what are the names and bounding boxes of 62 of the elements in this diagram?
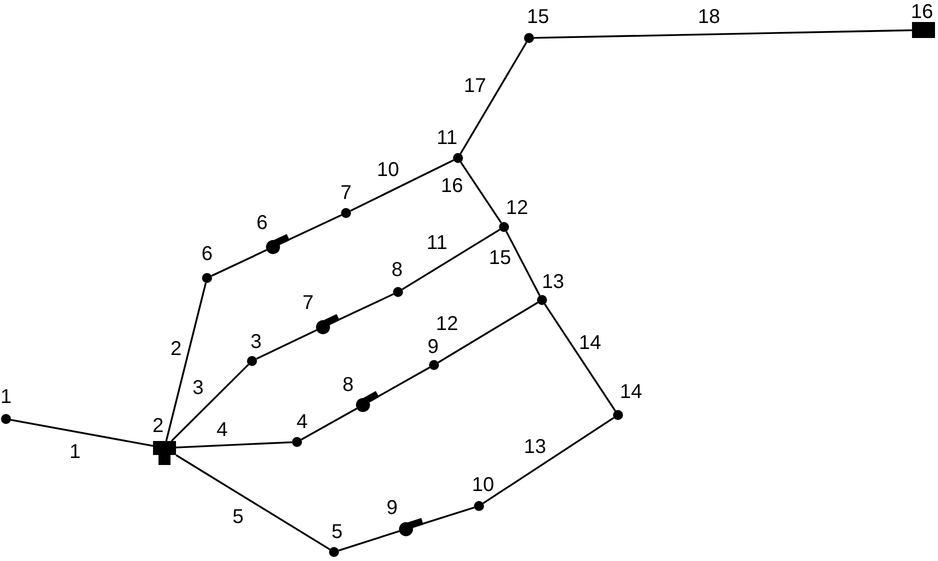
pipe-line xyxy=(176,441,292,448)
pump-symbol xyxy=(316,314,340,334)
pipe-line xyxy=(211,249,268,277)
node-label: 8 xyxy=(342,375,354,395)
pipe-line xyxy=(300,408,358,440)
node-label: 6 xyxy=(201,244,213,264)
pipe-line xyxy=(482,416,614,504)
node-label: 1 xyxy=(0,387,12,407)
junction-dot xyxy=(429,360,439,370)
node-label: 6 xyxy=(256,213,268,233)
junction-dot xyxy=(292,437,302,447)
junction-dot xyxy=(341,208,351,218)
node-label: 8 xyxy=(391,260,403,280)
reservoir-symbol xyxy=(912,22,935,38)
node-label: 4 xyxy=(296,412,308,432)
node-label: 15 xyxy=(526,7,550,27)
pipe-line xyxy=(460,42,528,154)
node-label: 5 xyxy=(331,522,343,542)
pump-symbol xyxy=(399,518,424,536)
pipe-line xyxy=(170,364,250,442)
junction-dot xyxy=(474,501,484,511)
pipe-line xyxy=(534,29,912,39)
node-label: 2 xyxy=(152,416,164,436)
pipe-line xyxy=(422,506,474,524)
pipe-line xyxy=(338,293,394,320)
node-label: 12 xyxy=(506,198,528,218)
junction-dot xyxy=(499,222,509,232)
junction-dot xyxy=(247,356,257,366)
node-label: 9 xyxy=(386,498,398,518)
tank-symbol xyxy=(153,441,176,465)
junction-dot xyxy=(524,33,534,43)
pipe-line xyxy=(460,162,502,224)
junction-dot xyxy=(393,287,403,297)
pipe-line xyxy=(378,366,430,397)
junction-dot xyxy=(202,273,212,283)
pump-symbol xyxy=(266,234,290,254)
pipe-line xyxy=(506,231,540,296)
node-label: 13 xyxy=(542,272,564,292)
junction-dot xyxy=(537,295,547,305)
junction-dot xyxy=(613,410,623,420)
pipe-line xyxy=(256,329,318,360)
node-label: 11 xyxy=(436,128,458,148)
node-label: 10 xyxy=(472,475,494,495)
junction-dot xyxy=(329,547,339,557)
node-label: 7 xyxy=(302,293,314,313)
node-label: 9 xyxy=(427,337,439,357)
junction-dot xyxy=(453,153,463,163)
node-label: 7 xyxy=(340,183,352,203)
pipe-line xyxy=(544,304,616,412)
node-label: 16 xyxy=(910,2,934,22)
pipe-line xyxy=(10,419,154,447)
pipe-line xyxy=(438,302,538,364)
node-label: 3 xyxy=(250,332,262,352)
node-label: 14 xyxy=(620,382,642,402)
junction-dot xyxy=(1,414,11,424)
pipe-line xyxy=(402,228,500,290)
pipe-line xyxy=(165,282,207,442)
pipe-line xyxy=(288,214,342,240)
pipe-line xyxy=(176,454,330,550)
pump-symbol xyxy=(356,390,380,412)
pipe-line xyxy=(338,530,400,552)
pipe-line xyxy=(350,159,454,212)
